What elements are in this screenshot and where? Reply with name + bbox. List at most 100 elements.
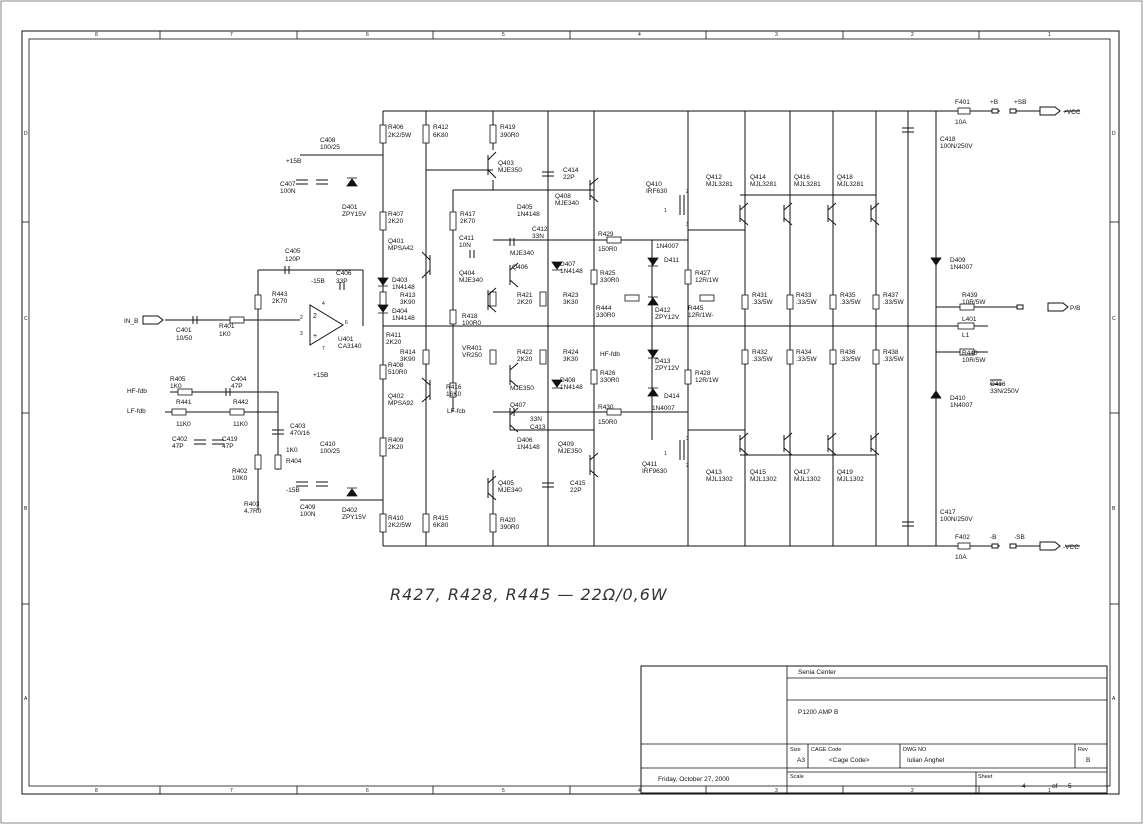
svg-text:4: 4: [638, 788, 641, 794]
tb-company: Senia Center: [798, 669, 837, 676]
label-r424-ref: R424: [563, 349, 579, 356]
label-r401-ref: R401: [219, 323, 235, 330]
net-connectors: [142, 106, 1069, 551]
label-q403-val: MJE350: [498, 167, 522, 174]
label-r413-val: 3K90: [400, 299, 416, 306]
label-r431-ref: R431: [752, 292, 768, 299]
label-r441-ref: R441: [176, 399, 192, 406]
label-vr401-ref: VR401: [462, 345, 482, 352]
svg-text:A: A: [1112, 696, 1116, 702]
component-labels: R406 2K2/5W R412 6K80 R419 390R0 C408 10…: [170, 99, 1020, 561]
label-d407-val: 1N4148: [560, 268, 583, 275]
label-q403-ref: Q403: [498, 160, 514, 167]
label-d406-ref: D406: [517, 437, 533, 444]
label-r416-ref: R416: [446, 384, 462, 391]
label-q407-ref: Q407: [510, 402, 526, 409]
label-r421-ref: R421: [517, 292, 533, 299]
label-q415-val: MJL1302: [750, 476, 777, 483]
label-r404-ref: R404: [286, 458, 302, 465]
label-f401-ref: F401: [955, 99, 970, 106]
label-d413-ref: D413: [655, 358, 671, 365]
label-d405-val: 1N4148: [517, 211, 540, 218]
label-d409-ref: D409: [950, 257, 966, 264]
label-q409-val: MJE340: [510, 250, 534, 257]
label-r441-val: 11K0: [176, 421, 191, 428]
svg-text:7: 7: [230, 788, 233, 794]
label-q408-ref: Q408: [555, 193, 571, 200]
label-c417-val: 100N/250V: [940, 516, 973, 523]
svg-text:4: 4: [322, 301, 325, 307]
label-c404-ref: C404: [231, 376, 247, 383]
label-r438-val: .33/5W: [883, 356, 904, 363]
svg-text:7: 7: [230, 32, 233, 38]
label-r418-val: 100R0: [462, 320, 482, 327]
label-q415-ref: Q415: [750, 469, 766, 476]
label-c410-ref: C410: [320, 441, 336, 448]
label-d408-val: 1N4148: [560, 384, 583, 391]
label-r405-ref: R405: [170, 376, 186, 383]
svg-text:6: 6: [366, 788, 369, 794]
resistor-symbols: [171, 107, 975, 550]
label-r411-val: 2K20: [386, 339, 402, 346]
net-plus-vcc: +VCC: [1063, 109, 1081, 116]
svg-text:D: D: [1112, 131, 1116, 137]
tb-total: 5: [1068, 783, 1072, 790]
label-r410-ref: R410: [388, 515, 404, 522]
label-q405b-val: MJE340: [498, 487, 522, 494]
label-c414-ref: C414: [563, 167, 579, 174]
label-r417-ref: R417: [460, 211, 476, 218]
label-c409-val: 100N: [300, 511, 316, 518]
label-d410-ref: D410: [950, 395, 966, 402]
svg-text:5: 5: [502, 32, 505, 38]
label-r421-val: 2K20: [517, 299, 533, 306]
label-q417-ref: Q417: [794, 469, 810, 476]
label-d402-val: ZPY15V: [342, 514, 367, 521]
label-d413-val: ZPY12V: [655, 365, 680, 372]
label-c416-ref: C416: [990, 381, 1006, 388]
svg-text:3: 3: [300, 331, 303, 337]
label-r406-ref: R406: [388, 124, 404, 131]
net-in-b: IN_B: [124, 318, 138, 325]
label-c406-ref: C406: [336, 270, 352, 277]
label-r436-ref: R436: [840, 349, 856, 356]
label-c410-val: 100/25: [320, 448, 340, 455]
label-c415-val: 22P: [570, 487, 582, 494]
label-f401-val: 10A: [955, 119, 967, 126]
label-u401-val: CA3140: [338, 343, 362, 350]
pin-numbers: 2 1 3 1 3 2: [664, 189, 689, 469]
label-c415-ref: C415: [570, 480, 586, 487]
label-r424-val: 3K30: [563, 356, 579, 363]
label-r442-val: 11K0: [233, 421, 248, 428]
label-r406-val: 2K2/5W: [388, 132, 412, 139]
label-d408-ref: D408: [560, 377, 576, 384]
net-p15b-u: +15B: [313, 372, 328, 379]
label-r407-val: 2K20: [388, 218, 404, 225]
label-r434-val: .33/5W: [796, 356, 817, 363]
label-r426-ref: R426: [600, 370, 616, 377]
label-r414-ref: R414: [400, 349, 416, 356]
svg-text:3: 3: [775, 32, 778, 38]
label-r413-ref: R413: [400, 292, 416, 299]
label-q404-val: MJE340: [459, 277, 483, 284]
label-r428-val: 12R/1W: [695, 377, 719, 384]
transistor-symbols: [421, 151, 880, 501]
label-q409b-ref: Q409: [558, 441, 574, 448]
label-c407-val: 100N: [280, 188, 296, 195]
label-d402-ref: D402: [342, 507, 358, 514]
net-minus-b: -B: [990, 534, 997, 541]
label-r416-val: 16K0: [446, 391, 462, 398]
label-q409b-val: MJE350: [558, 448, 582, 455]
label-r435-ref: R435: [840, 292, 856, 299]
label-q402-val: MPSA92: [388, 400, 414, 407]
label-c408-ref: C408: [320, 137, 336, 144]
label-r433-val: .33/5W: [796, 299, 817, 306]
label-q414-ref: Q414: [750, 174, 766, 181]
label-q405-val: MJE350: [510, 385, 534, 392]
svg-text:C: C: [1112, 316, 1116, 322]
label-r444-ref: R444: [596, 305, 612, 312]
net-hf-fdb: HF-fdb: [127, 388, 147, 395]
label-d410-val: 1N4007: [950, 402, 973, 409]
label-d406-val: 1N4148: [517, 444, 540, 451]
